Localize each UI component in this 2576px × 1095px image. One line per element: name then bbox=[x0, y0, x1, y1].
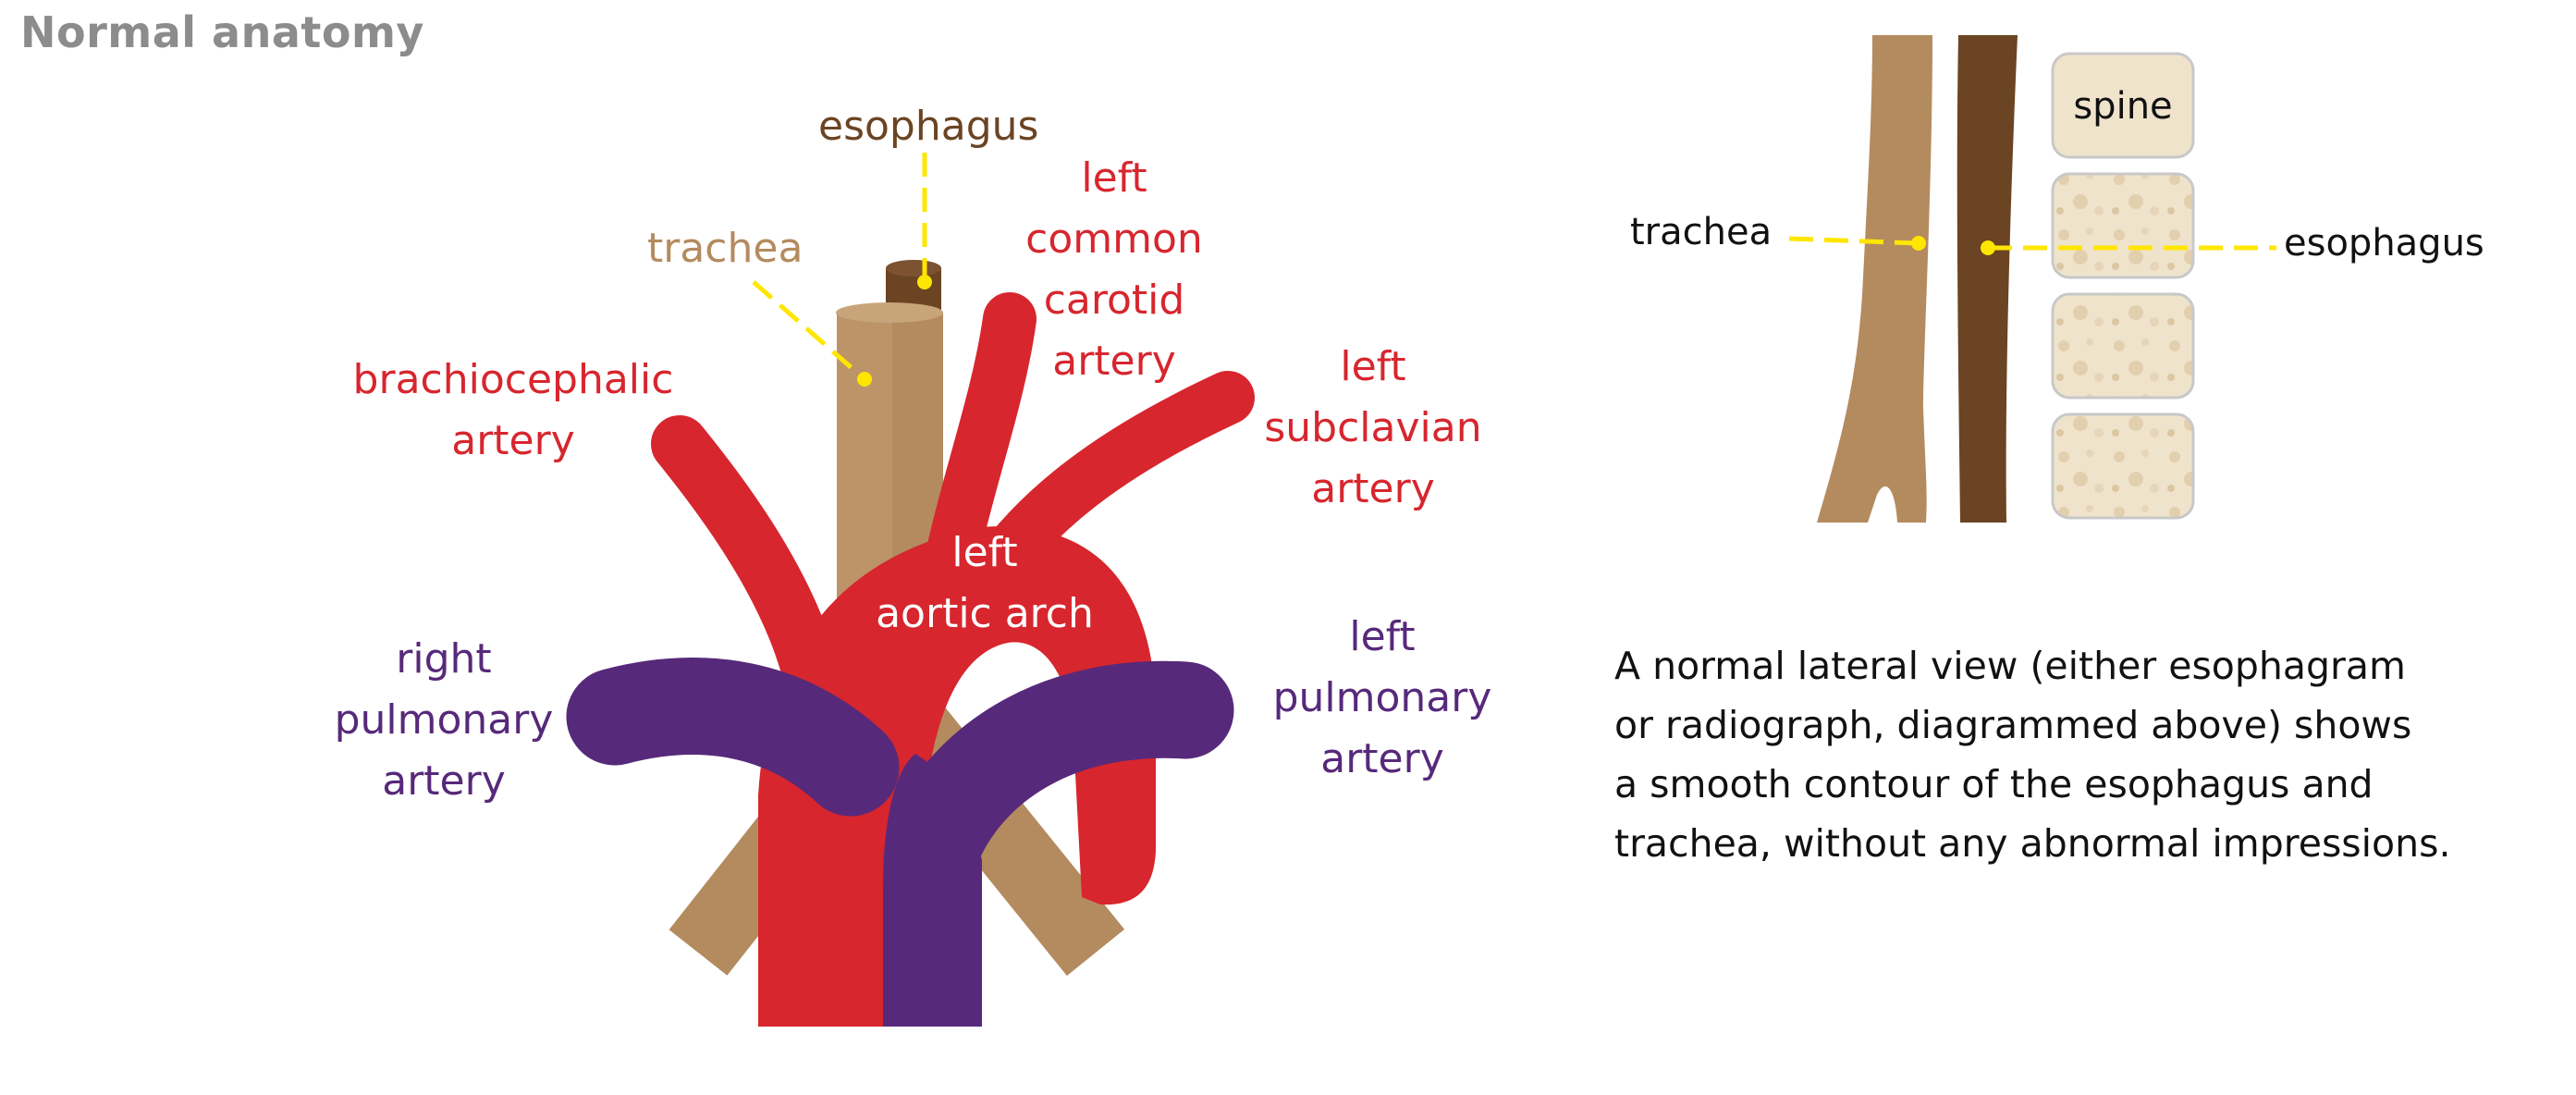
aortic-arch bbox=[758, 526, 1156, 1027]
left-common-carotid-artery bbox=[926, 292, 1037, 582]
trachea-pointer-dot bbox=[857, 372, 872, 387]
left-pulmonary-label: left pulmonary artery bbox=[1272, 613, 1492, 782]
lateral-trachea-pointer bbox=[1788, 236, 1920, 246]
brachiocephalic-artery bbox=[651, 415, 842, 713]
page-title: Normal anatomy bbox=[20, 7, 424, 57]
vertebra-3 bbox=[2051, 292, 2195, 400]
frontal-view bbox=[566, 153, 1255, 1027]
brachiocephalic-label: brachiocephalic artery bbox=[352, 356, 674, 464]
lateral-esophagus-pointer-dot bbox=[1981, 240, 1995, 255]
lateral-view bbox=[1788, 35, 2276, 523]
trachea-label: trachea bbox=[647, 225, 803, 272]
right-pulmonary-label: right pulmonary artery bbox=[334, 635, 554, 805]
lateral-esophagus bbox=[1957, 35, 2018, 523]
lateral-trachea-pointer-dot bbox=[1911, 236, 1926, 251]
esophagus-pointer-dot bbox=[917, 275, 932, 289]
lateral-trachea bbox=[1817, 35, 1932, 523]
lateral-esophagus-label: esophagus bbox=[2284, 222, 2484, 265]
vertebra-1 bbox=[2051, 52, 2195, 159]
esophagus-label: esophagus bbox=[818, 103, 1039, 150]
spine-label: spine bbox=[2073, 85, 2173, 128]
right-pulmonary-artery bbox=[566, 658, 900, 817]
vertebra-2 bbox=[2051, 172, 2195, 279]
trachea-pointer bbox=[752, 280, 866, 381]
pulmonary-trunk bbox=[883, 754, 982, 1027]
description-text: A normal lateral view (either esophagram… bbox=[1614, 644, 2451, 866]
aortic-arch-label: left aortic arch bbox=[876, 529, 1094, 637]
left-common-carotid-label: left common carotid artery bbox=[1025, 154, 1203, 385]
left-subclavian-label: left subclavian artery bbox=[1264, 343, 1482, 512]
vertebra-4 bbox=[2051, 412, 2195, 520]
lateral-trachea-label: trachea bbox=[1630, 211, 1773, 253]
